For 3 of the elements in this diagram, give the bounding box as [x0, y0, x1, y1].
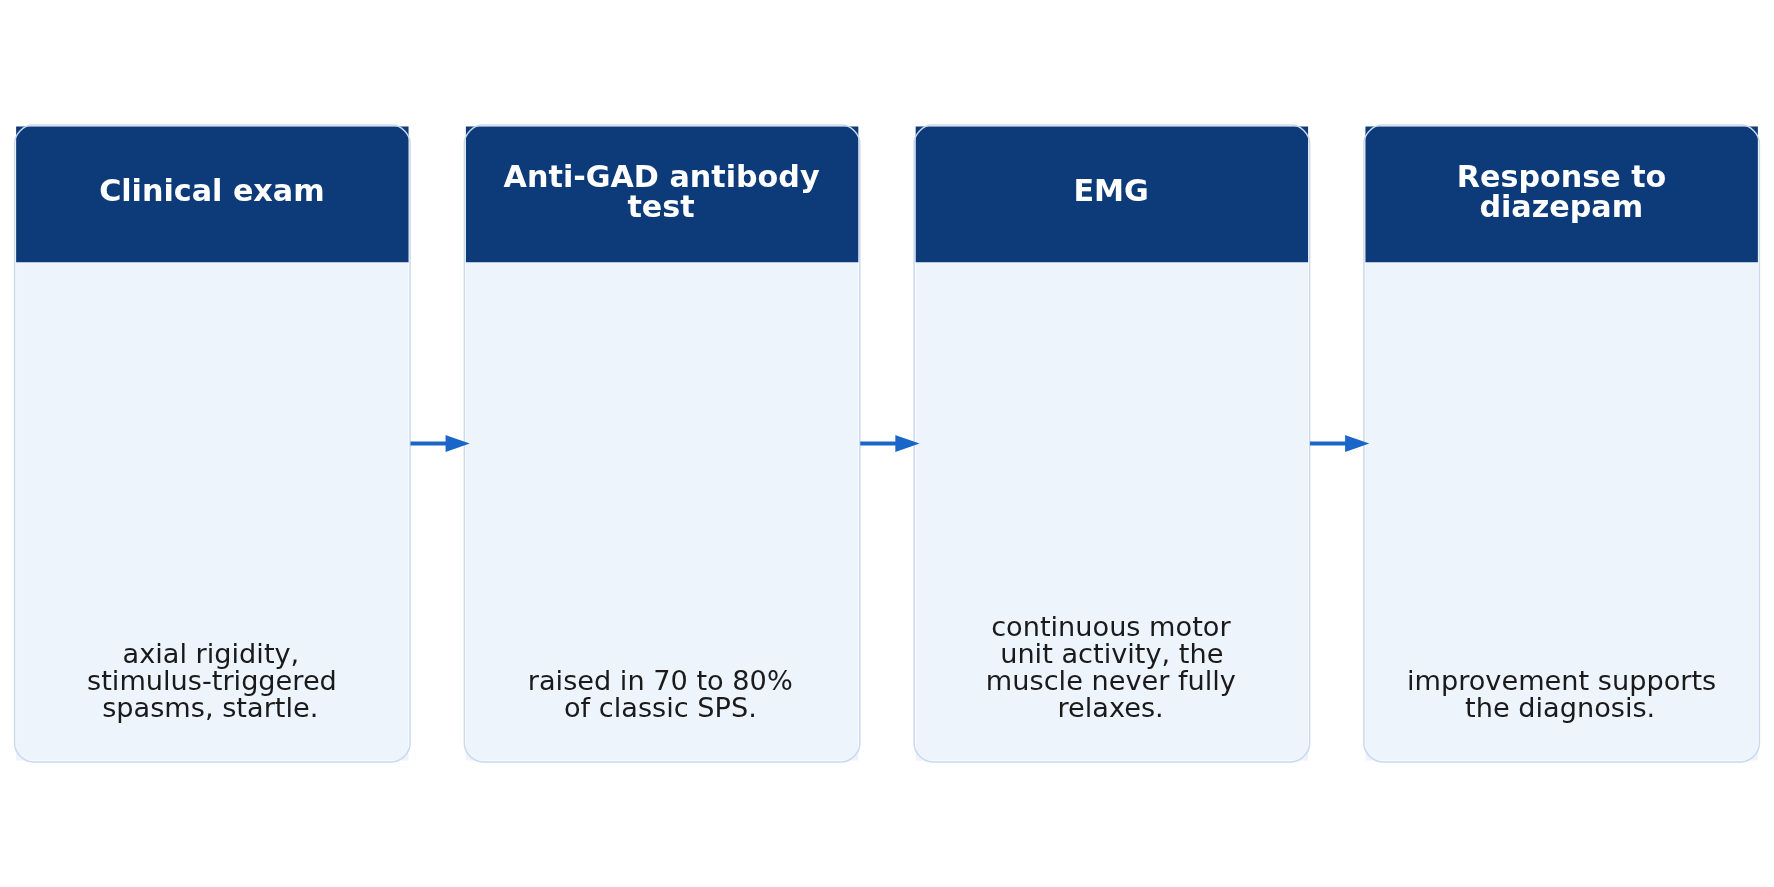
arrow — [1310, 435, 1370, 452]
arrow — [860, 435, 920, 452]
arrow — [410, 435, 470, 452]
